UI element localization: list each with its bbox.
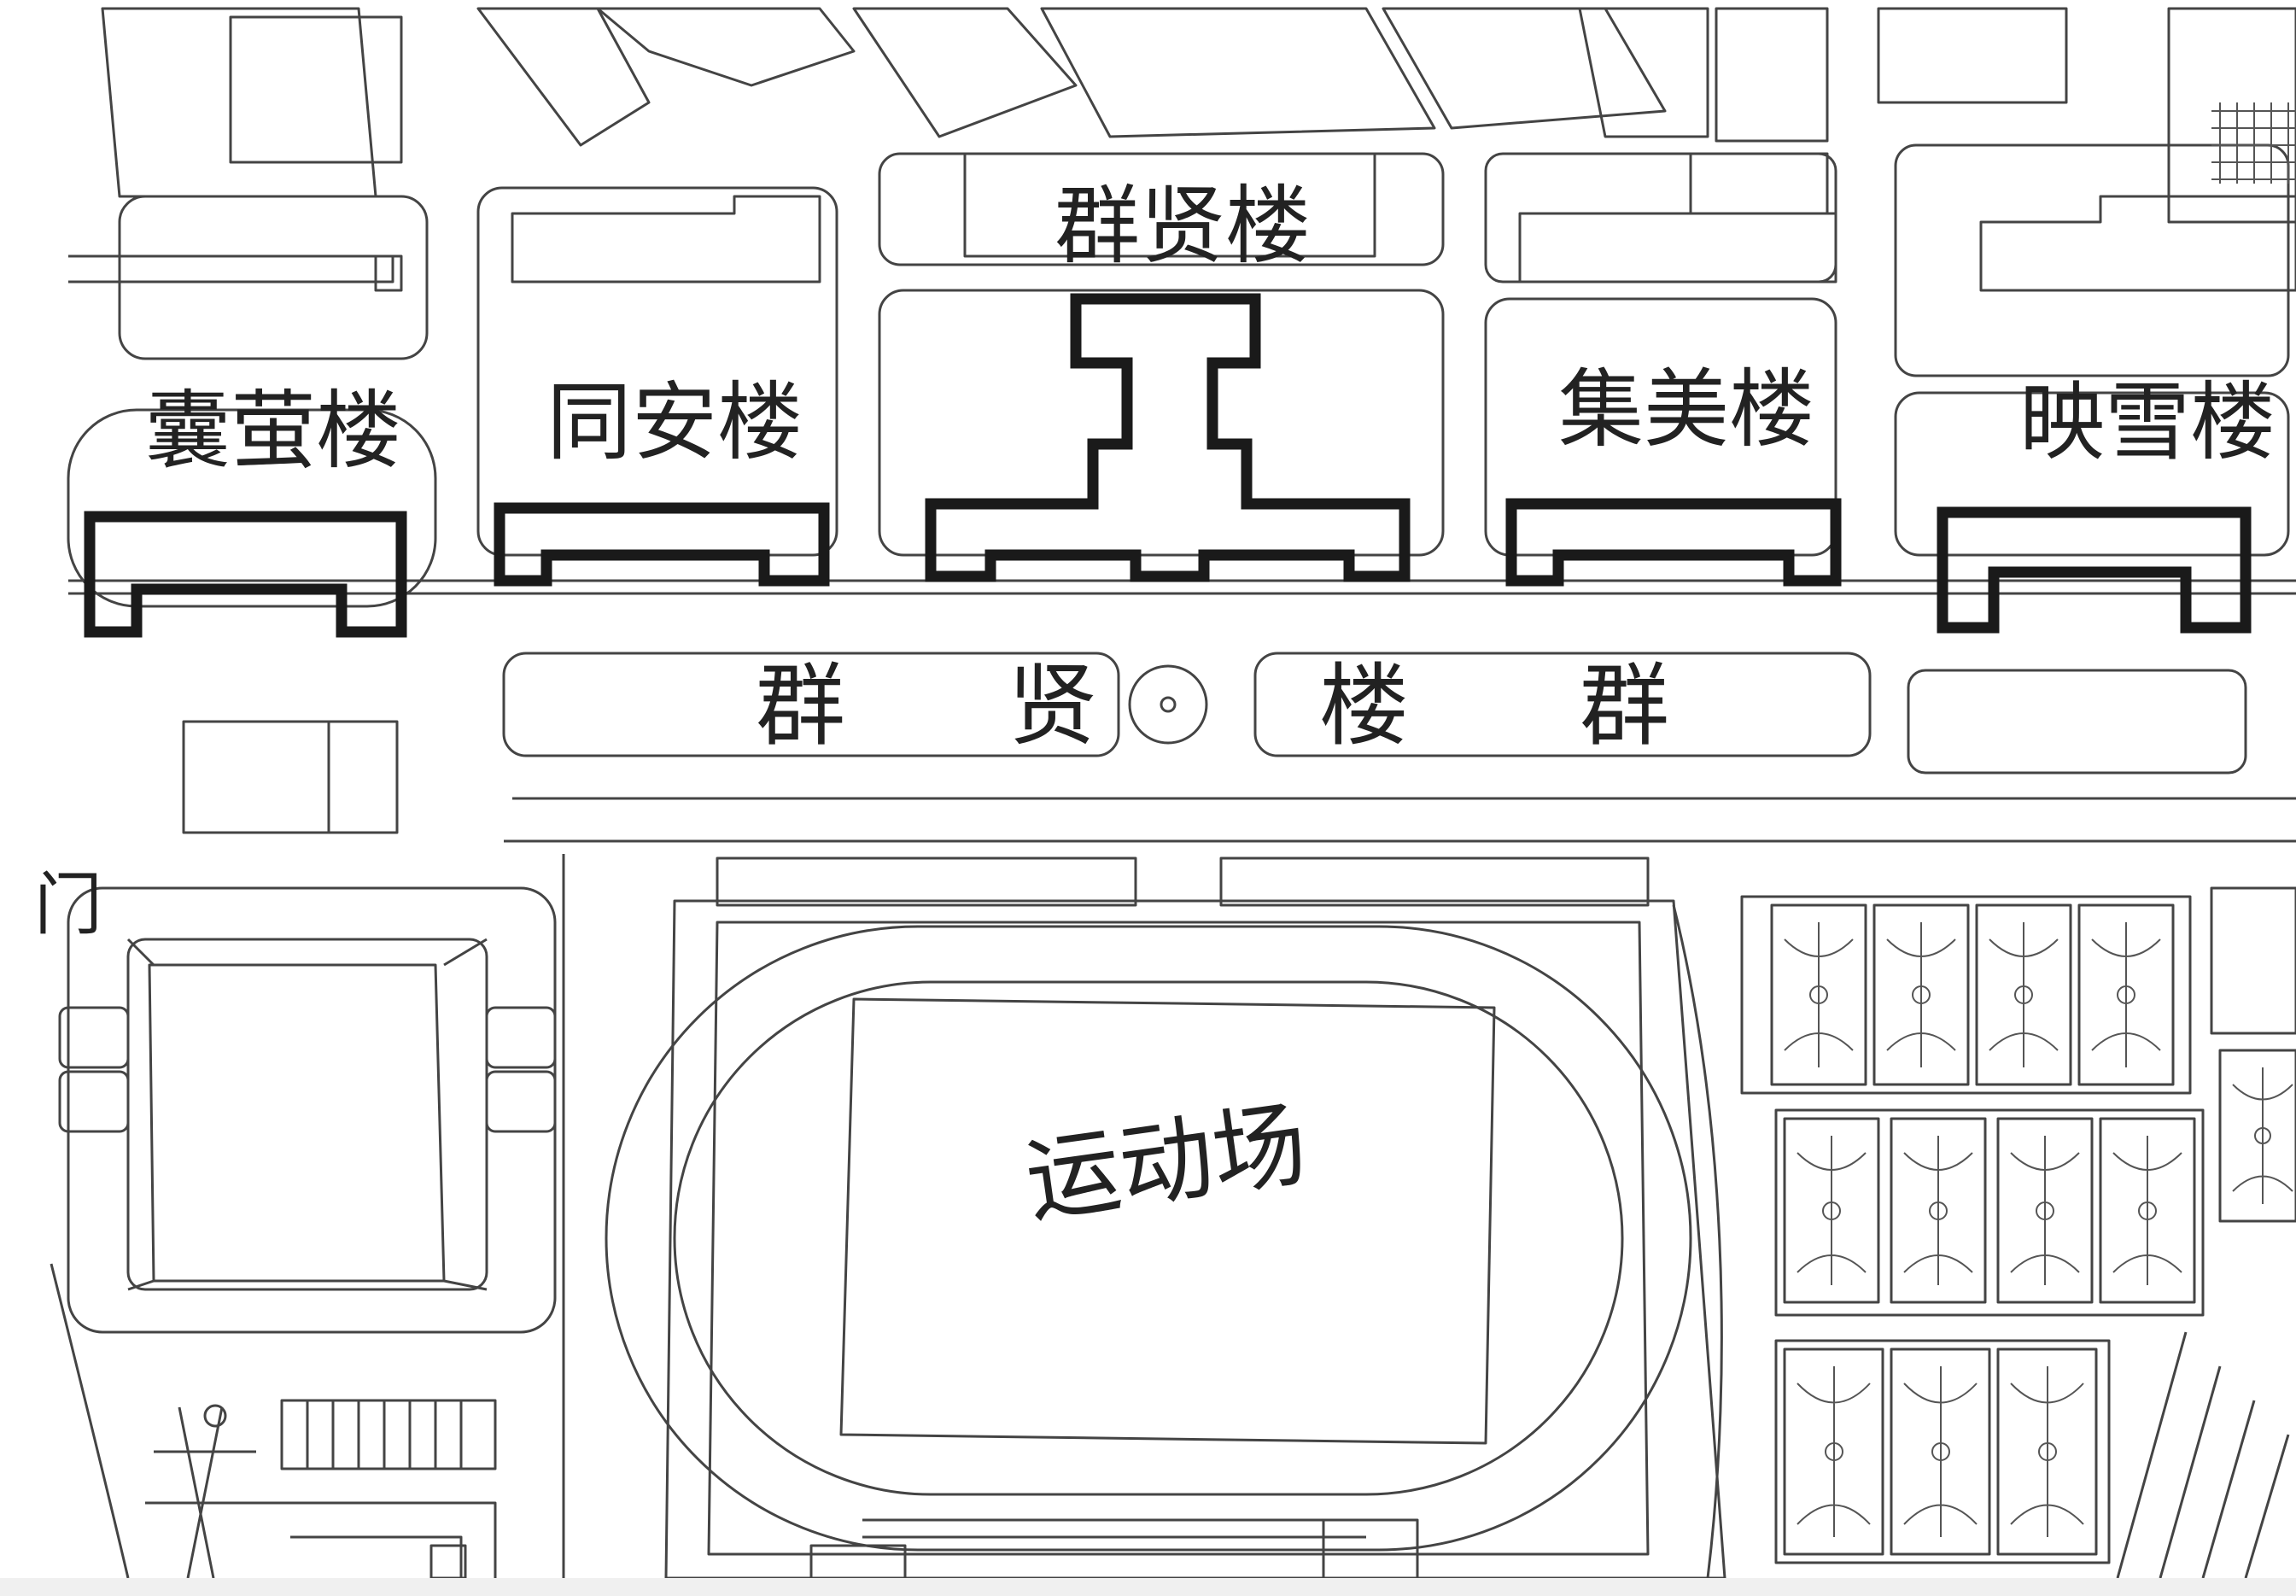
complex-label-char-4: 群 — [1580, 654, 1670, 758]
building-outline-jimei — [1505, 498, 1842, 587]
building-outline-qunxian — [925, 293, 1411, 582]
building-label-yingxue: 映雪楼 — [2019, 372, 2276, 472]
complex-label-char-3: 楼 — [1319, 654, 1410, 758]
building-outline-nangying — [84, 511, 407, 638]
building-label-nangying: 囊萤楼 — [145, 381, 401, 481]
building-outline-tongan — [494, 502, 830, 587]
complex-label-char-2: 贤 — [1008, 654, 1098, 758]
building-label-qunxian: 群贤楼 — [1055, 176, 1311, 276]
building-label-jimei: 集美楼 — [1558, 360, 1814, 459]
gate-label: 门 — [34, 865, 102, 944]
building-label-tongan: 同安楼 — [546, 372, 803, 472]
building-outline-yingxue — [1937, 506, 2252, 634]
complex-label-char-1: 群 — [756, 654, 846, 758]
scan-bottom-edge — [0, 1578, 2296, 1596]
